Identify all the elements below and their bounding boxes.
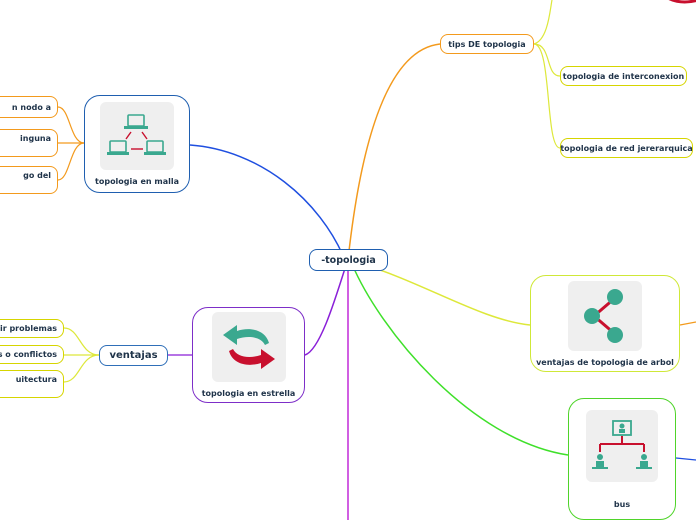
tips-child-label: topologia de red jererarquica bbox=[560, 143, 693, 153]
malla-child-2[interactable]: inguna bbox=[0, 129, 58, 157]
connector-tips bbox=[347, 43, 441, 261]
ventajas-child-1[interactable]: ir problemas bbox=[0, 319, 64, 338]
estrella-topic-label: topologia en estrella bbox=[201, 389, 296, 398]
bus-topic[interactable]: bus bbox=[568, 398, 676, 520]
tips-child-interconexion[interactable]: topologia de interconexion bbox=[560, 66, 687, 86]
central-topic[interactable]: -topologia bbox=[309, 249, 388, 271]
malla-child-3[interactable]: go del bbox=[0, 166, 58, 194]
connector-malla-1 bbox=[57, 106, 85, 144]
share-nodes-icon bbox=[584, 288, 623, 343]
malla-child-label: n nodo a bbox=[11, 102, 51, 112]
malla-child-label: inguna bbox=[20, 134, 51, 143]
partial-node-edge bbox=[668, 0, 696, 4]
connector-tips-interconexion bbox=[533, 43, 561, 77]
connector-estrella bbox=[304, 261, 348, 356]
org-chart-icon bbox=[592, 419, 652, 469]
ventajas-topic-label: ventajas bbox=[109, 350, 158, 361]
connector-malla-3 bbox=[57, 142, 85, 181]
estrella-topic[interactable]: topologia en estrella bbox=[192, 307, 305, 403]
connector-ventajas-1 bbox=[63, 327, 100, 356]
malla-child-label: go del bbox=[23, 171, 51, 180]
connector-arbol-out bbox=[679, 321, 696, 326]
arbol-topic[interactable]: ventajas de topologia de arbol bbox=[530, 275, 680, 372]
ventajas-topic[interactable]: ventajas bbox=[99, 345, 168, 366]
connector-bus-out bbox=[675, 457, 696, 461]
connector-bus bbox=[351, 263, 569, 456]
malla-topic-label: topologia en malla bbox=[95, 177, 179, 186]
bus-topic-label: bus bbox=[613, 499, 631, 509]
ventajas-child-3[interactable]: uitectura bbox=[0, 370, 64, 398]
ventajas-child-label: s o conflictos bbox=[0, 350, 57, 359]
connector-tips-jerarquica bbox=[533, 43, 561, 149]
malla-child-1[interactable]: n nodo a bbox=[0, 96, 58, 118]
bus-image bbox=[586, 409, 658, 482]
arbol-topic-label: ventajas de topologia de arbol bbox=[536, 357, 674, 367]
tips-topic[interactable]: tips DE topologia bbox=[440, 34, 534, 54]
connector-ventajas-3 bbox=[63, 354, 100, 383]
malla-topic[interactable]: topologia en malla bbox=[84, 95, 190, 193]
ventajas-child-2[interactable]: s o conflictos bbox=[0, 345, 64, 364]
connector-malla bbox=[189, 144, 346, 261]
ventajas-child-label: uitectura bbox=[15, 375, 57, 384]
central-topic-label: -topologia bbox=[321, 254, 376, 266]
estrella-image bbox=[211, 312, 286, 382]
connector-tips-top bbox=[533, 0, 553, 45]
tips-topic-label: tips DE topologia bbox=[448, 39, 526, 49]
network-computers-icon bbox=[107, 114, 166, 155]
tips-child-label: topologia de interconexion bbox=[562, 71, 685, 81]
tips-child-jerarquica[interactable]: topologia de red jererarquica bbox=[560, 138, 693, 158]
ventajas-child-label: ir problemas bbox=[0, 324, 57, 333]
refresh-arrows-icon bbox=[222, 325, 275, 369]
malla-image bbox=[100, 102, 174, 170]
arbol-image bbox=[568, 280, 642, 351]
